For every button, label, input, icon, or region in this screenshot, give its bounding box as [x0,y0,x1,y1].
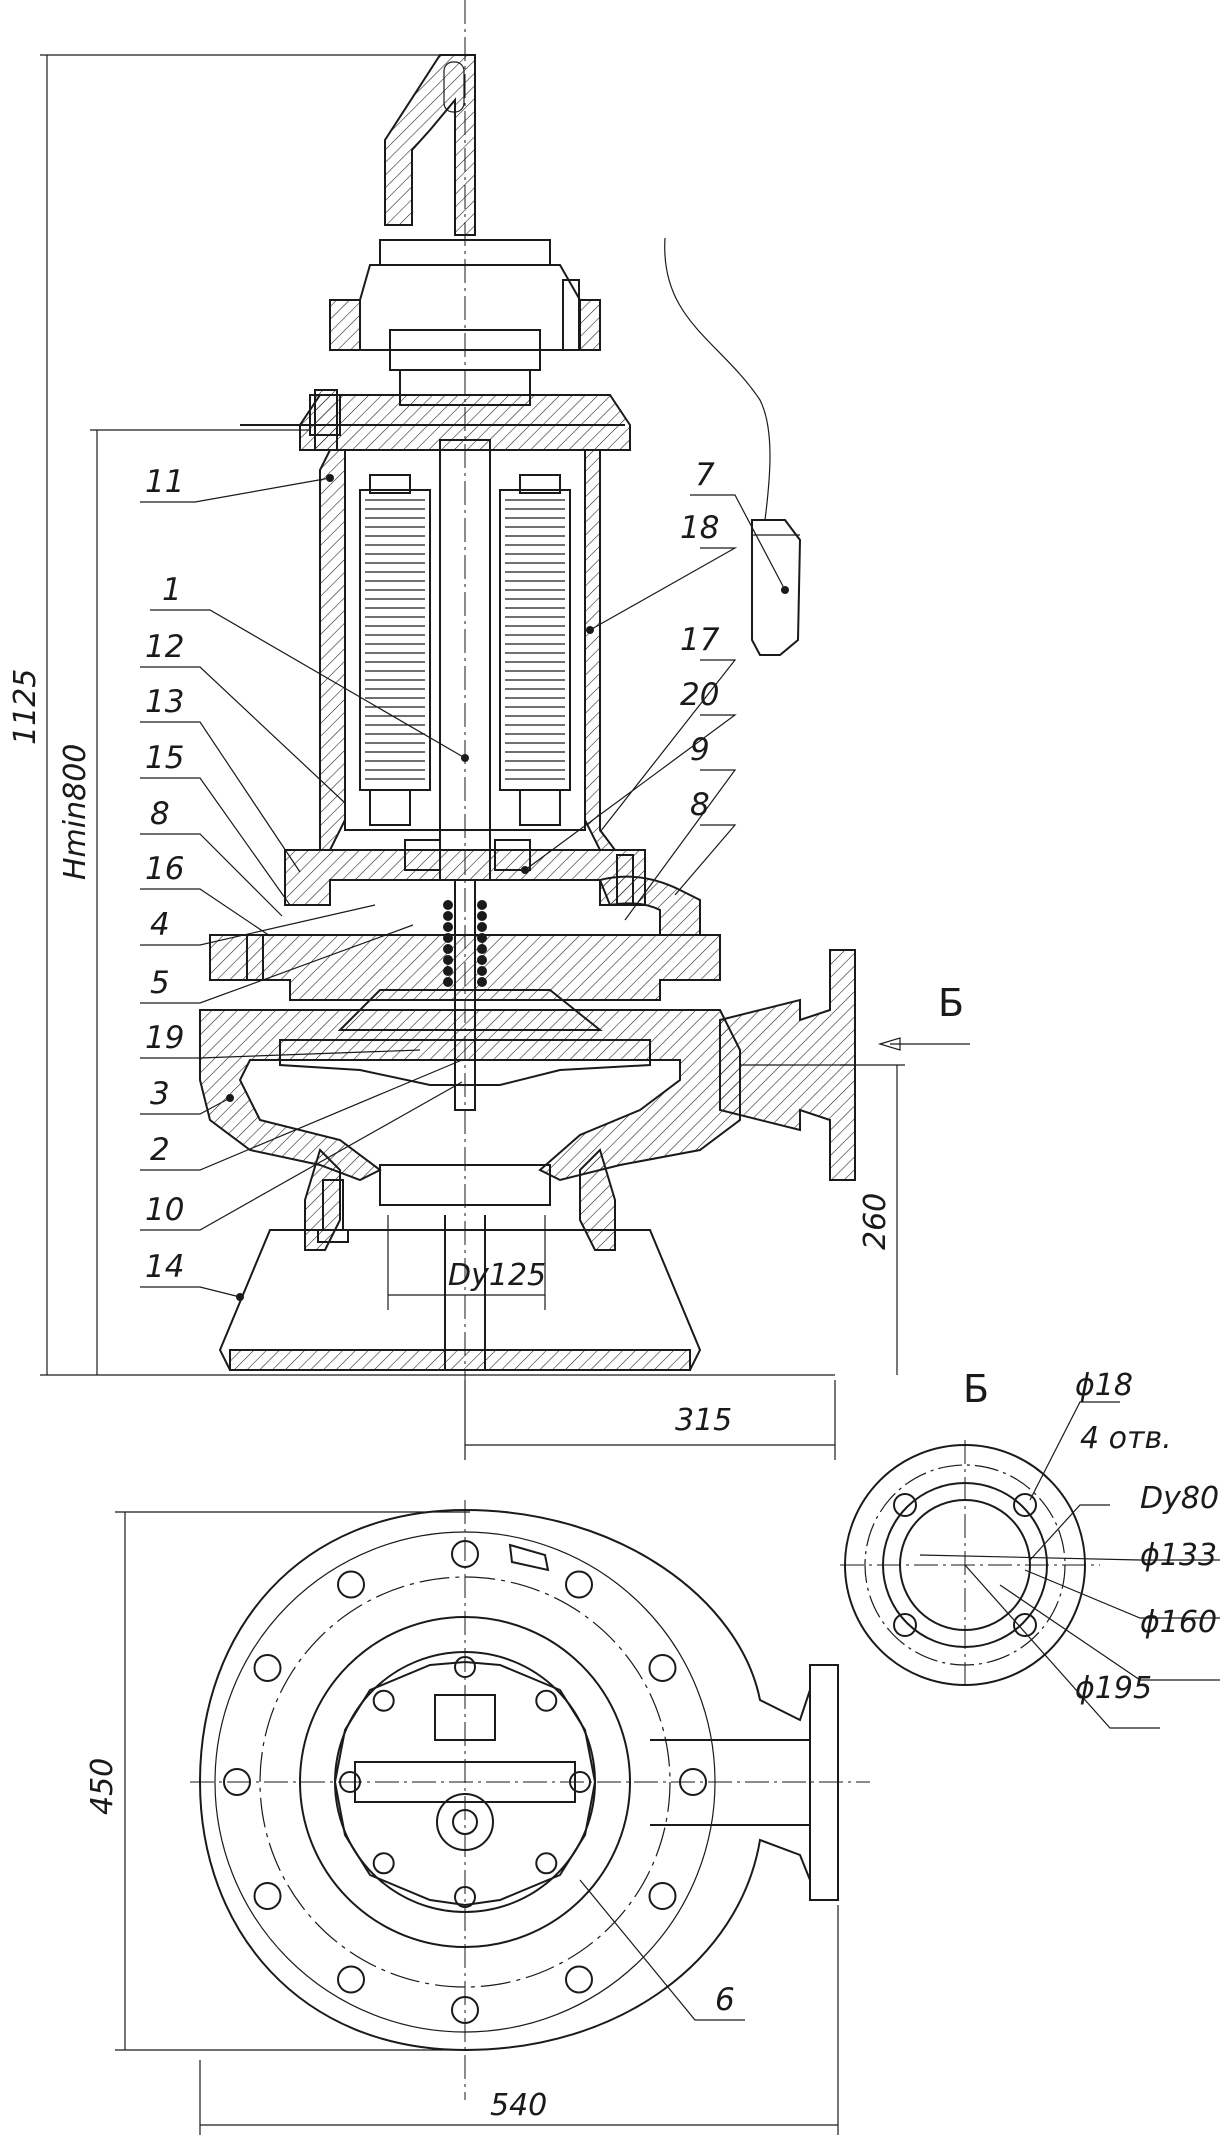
flange-bolt [679,1768,707,1796]
callout-3: 3 [150,1076,170,1112]
view-b-flange: Б ϕ18 4 отв. Dy80 ϕ133 ϕ160 ϕ195 [840,1367,1220,1729]
dim-min-level: Hmin800 [58,744,93,880]
callout-labels: 11 1 12 13 15 8 16 4 5 19 3 2 10 14 7 18… [145,457,735,2018]
callout-1: 1 [162,572,182,608]
flange-d133: ϕ133 [1140,1538,1217,1573]
callout-10: 10 [145,1192,184,1228]
callout-14: 14 [145,1249,184,1285]
seal-spring-coil [443,955,453,965]
callout-leaders [140,474,789,2021]
callout-8-left: 8 [150,796,170,832]
callout-19: 19 [145,1020,184,1056]
seal-spring-coil [477,933,487,943]
cover-bolt [372,1852,395,1875]
motor-cover [333,1660,597,1907]
cover-bolt [454,1656,476,1678]
cover-bolt [535,1852,558,1875]
dim-plan-length: 540 [490,2088,547,2123]
section-view [199,0,856,1400]
callout-6: 6 [715,1982,735,2018]
seal-spring-coil [443,933,453,943]
seal-spring-coil [477,944,487,954]
upper-flange [299,394,631,451]
callout-15: 15 [145,740,184,776]
seal-spring-coil [443,911,453,921]
flange-bore: Dy80 [1140,1481,1219,1516]
callout-13: 13 [145,684,184,720]
flange-bolt [451,1996,479,2024]
flange-bolt [253,1882,282,1910]
dim-plan-width: 450 [85,1758,120,1815]
flange-bolt [648,1654,677,1682]
volute-casing [199,1009,741,1182]
plan-view: 450 540 [85,1500,870,2135]
seal-spring-coil [477,911,487,921]
seal-spring-coil [477,922,487,932]
seal-spring-coil [443,922,453,932]
callout-12: 12 [145,629,184,665]
lifting-handle [384,54,476,236]
cover-bolt [535,1689,558,1712]
dim-inlet-diameter: Dy125 [448,1258,546,1293]
seal-spring-coil [477,955,487,965]
float-switch [751,519,802,656]
stator-left [359,489,431,791]
stator-right [499,489,571,791]
dimension-lines: 1125 Hmin800 260 315 Dy125 Б [8,54,970,1460]
float-cable [664,237,771,521]
flange-bolt [337,1570,365,1599]
flange-bolt [565,1965,593,1994]
view-b-title: Б [963,1367,989,1411]
flange-bolt [223,1768,251,1796]
callout-17: 17 [680,622,720,658]
cover-bolt [454,1886,476,1908]
seal-spring-coil [443,900,453,910]
flange-d195: ϕ195 [1075,1671,1152,1706]
seal-spring-coil [443,977,453,987]
callout-11: 11 [145,464,184,500]
oil-chamber [598,875,701,936]
seal-spring-coil [477,900,487,910]
cover-bolt [569,1771,591,1793]
flange-bolt [253,1654,282,1682]
callout-2: 2 [150,1132,170,1168]
seal-spring-coil [477,966,487,976]
flange-bolt [648,1882,677,1910]
callout-18: 18 [680,510,719,546]
volute-outline [198,1508,811,2052]
callout-4: 4 [150,907,170,943]
view-b-arrow-label: Б [938,981,964,1025]
callout-5: 5 [150,965,170,1001]
callout-20: 20 [680,677,719,713]
callout-8-right: 8 [690,787,710,823]
flange-bolt [451,1540,479,1568]
flange-bolt [565,1570,593,1599]
motor-housing-right [584,449,617,851]
discharge-flange [809,1664,839,1901]
impeller [279,1039,651,1086]
callout-16: 16 [145,851,184,887]
cover-bolt [372,1689,395,1712]
seal-chamber-plate [209,934,721,1001]
seal-spring-coil [443,944,453,954]
dim-outlet-offset: 315 [675,1403,732,1438]
seal-spring-coil [477,977,487,987]
callout-9: 9 [690,732,710,768]
seal-spring-coil [443,966,453,976]
callout-7: 7 [695,457,715,493]
flange-d160: ϕ160 [1140,1605,1217,1640]
flange-bolt [337,1965,365,1994]
flange-hole-diameter: ϕ18 [1075,1368,1133,1403]
dim-outlet-height: 260 [858,1193,893,1250]
flange-hole-count: 4 отв. [1080,1421,1172,1456]
motor-housing-left [319,449,346,851]
dim-overall-height: 1125 [8,669,43,745]
cover-bolt [339,1771,361,1793]
cable-gland [508,1543,550,1572]
